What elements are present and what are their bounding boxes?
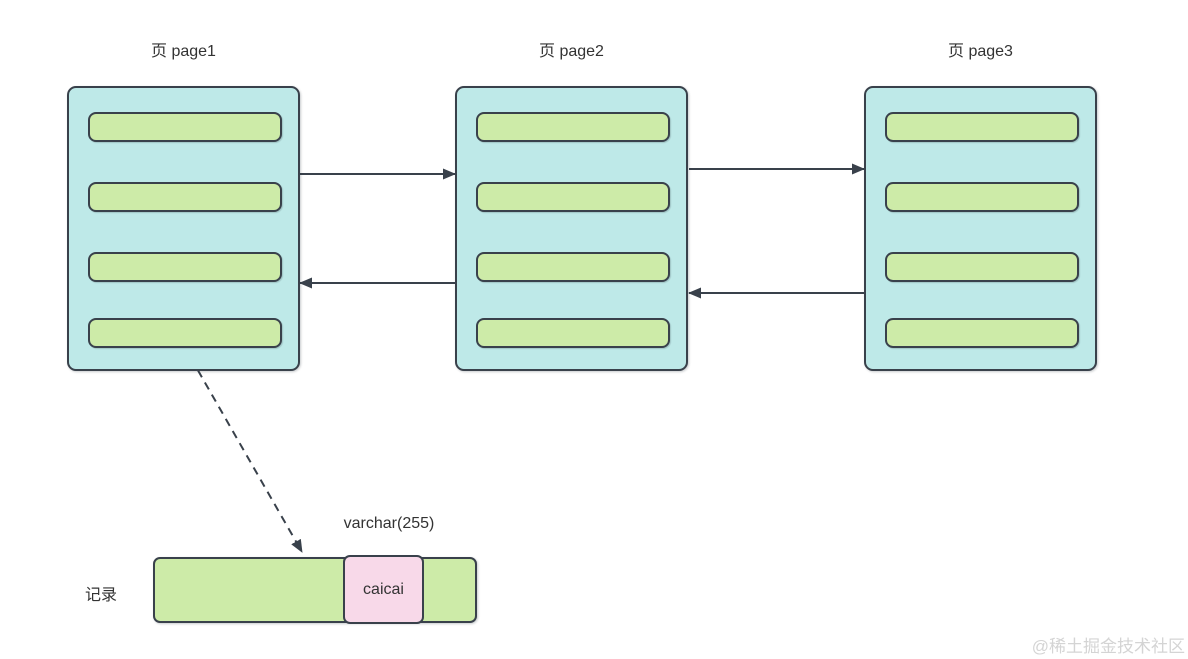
record-row-label: 记录 [85, 587, 118, 604]
record-slot [88, 182, 282, 212]
record-slot [476, 318, 670, 348]
record-slot [885, 182, 1079, 212]
record-bar [153, 557, 477, 623]
record-slot [885, 112, 1079, 142]
page3-title: 页 page3 [948, 43, 1013, 60]
page-page3 [864, 86, 1097, 371]
record-slot [476, 112, 670, 142]
record-slot [885, 252, 1079, 282]
record-slot [476, 182, 670, 212]
overflow-cell: caicai [343, 555, 424, 624]
page1-title: 页 page1 [151, 43, 216, 60]
page-page1 [67, 86, 300, 371]
record-slot [476, 252, 670, 282]
record-slot [88, 318, 282, 348]
varchar-type-label: varchar(255) [343, 515, 435, 532]
arrow-dashed-record-to-overflow [183, 345, 303, 553]
record-slot [88, 252, 282, 282]
record-slot [885, 318, 1079, 348]
page2-title: 页 page2 [539, 43, 604, 60]
page-page2 [455, 86, 688, 371]
record-slot [88, 112, 282, 142]
watermark-text: @稀土掘金技术社区 [1031, 637, 1185, 656]
